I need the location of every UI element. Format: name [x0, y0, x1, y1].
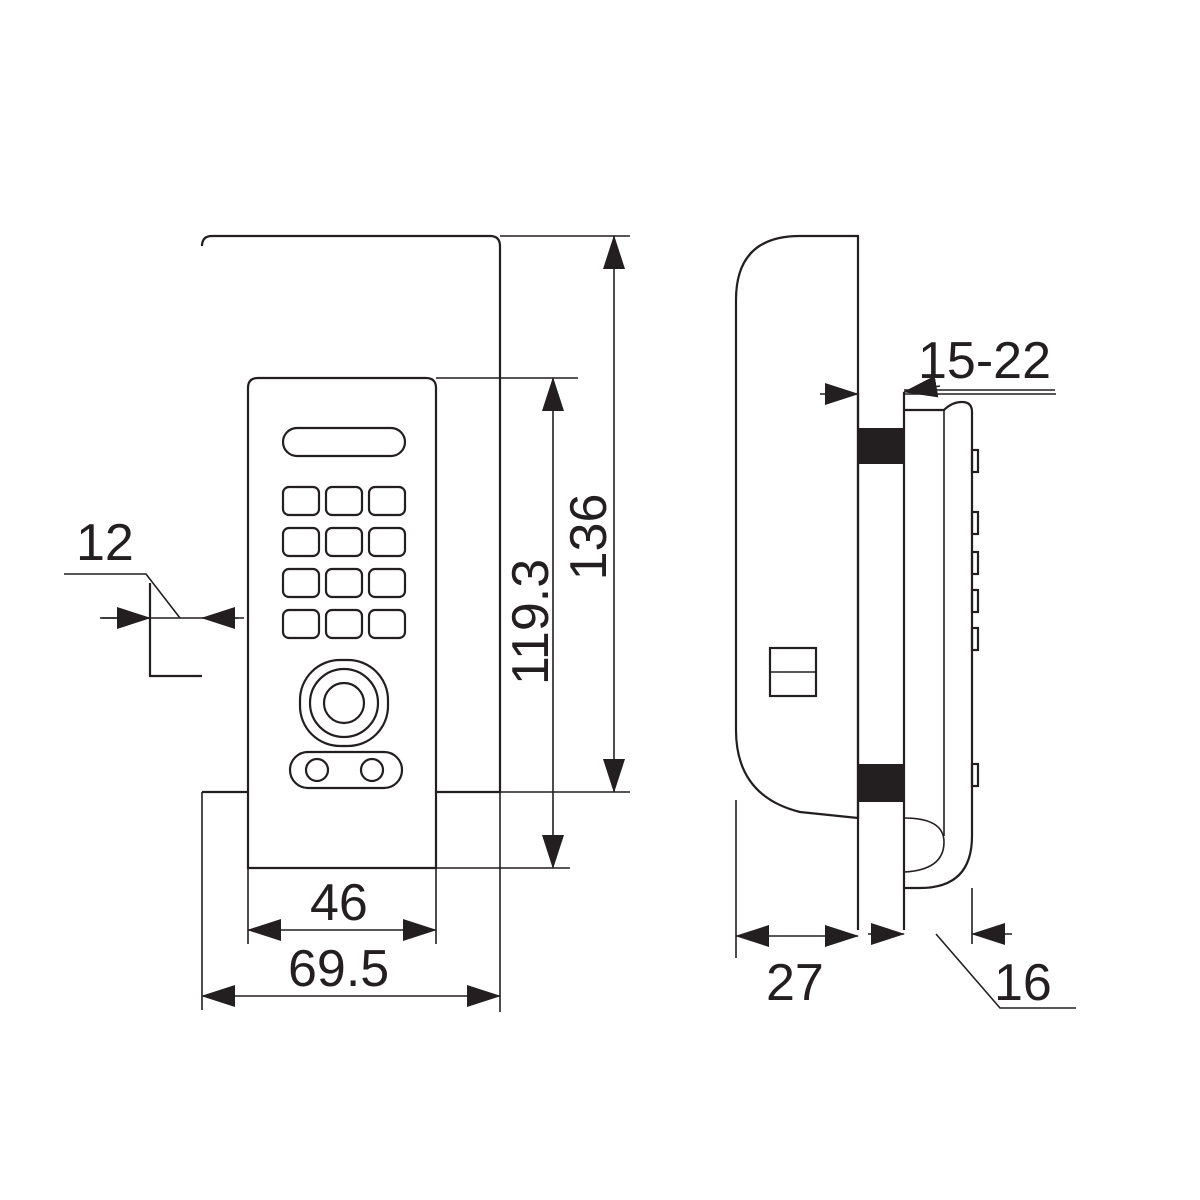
side-key: [970, 448, 980, 474]
key-button: [324, 485, 364, 517]
side-key: [970, 762, 980, 788]
keypad-panel-outline: [246, 376, 438, 870]
front-view: [148, 234, 502, 870]
side-dimension-arrows: [735, 375, 1012, 947]
key-button: [367, 567, 407, 599]
side-key: [970, 588, 980, 614]
key-button: [367, 526, 407, 558]
dim-label-695: 69.5: [288, 940, 389, 998]
side-key: [970, 510, 980, 536]
key-button: [281, 608, 321, 640]
dim-label-1193: 119.3: [502, 559, 560, 685]
dim-label-1522: 15-22: [918, 332, 1051, 390]
key-button: [324, 608, 364, 640]
display-slot: [281, 426, 407, 458]
knob-icon: [298, 658, 390, 748]
key-button: [281, 526, 321, 558]
dim-label-27: 27: [766, 954, 824, 1012]
key-button: [324, 567, 364, 599]
front-dimension-arrows: [102, 235, 625, 1007]
dim-label-12: 12: [76, 514, 134, 572]
side-extension-lines: [735, 389, 1076, 1009]
side-key: [970, 550, 980, 576]
spacer-block-top: [858, 428, 904, 464]
side-housing-outline: [734, 234, 860, 820]
key-button: [367, 485, 407, 517]
spacer-block-bottom: [858, 764, 904, 802]
keypad-side-outline: [904, 400, 974, 890]
bolt-outline: [148, 583, 202, 678]
key-grid: [281, 485, 407, 640]
key-button: [367, 608, 407, 640]
dim-label-136: 136: [560, 494, 618, 581]
dim-label-16: 16: [994, 954, 1052, 1012]
key-button: [324, 526, 364, 558]
indicator-oval: [288, 750, 404, 790]
key-button: [281, 567, 321, 599]
key-button: [281, 485, 321, 517]
dim-label-46: 46: [310, 874, 368, 932]
side-view: [734, 234, 980, 930]
side-key: [970, 626, 980, 652]
